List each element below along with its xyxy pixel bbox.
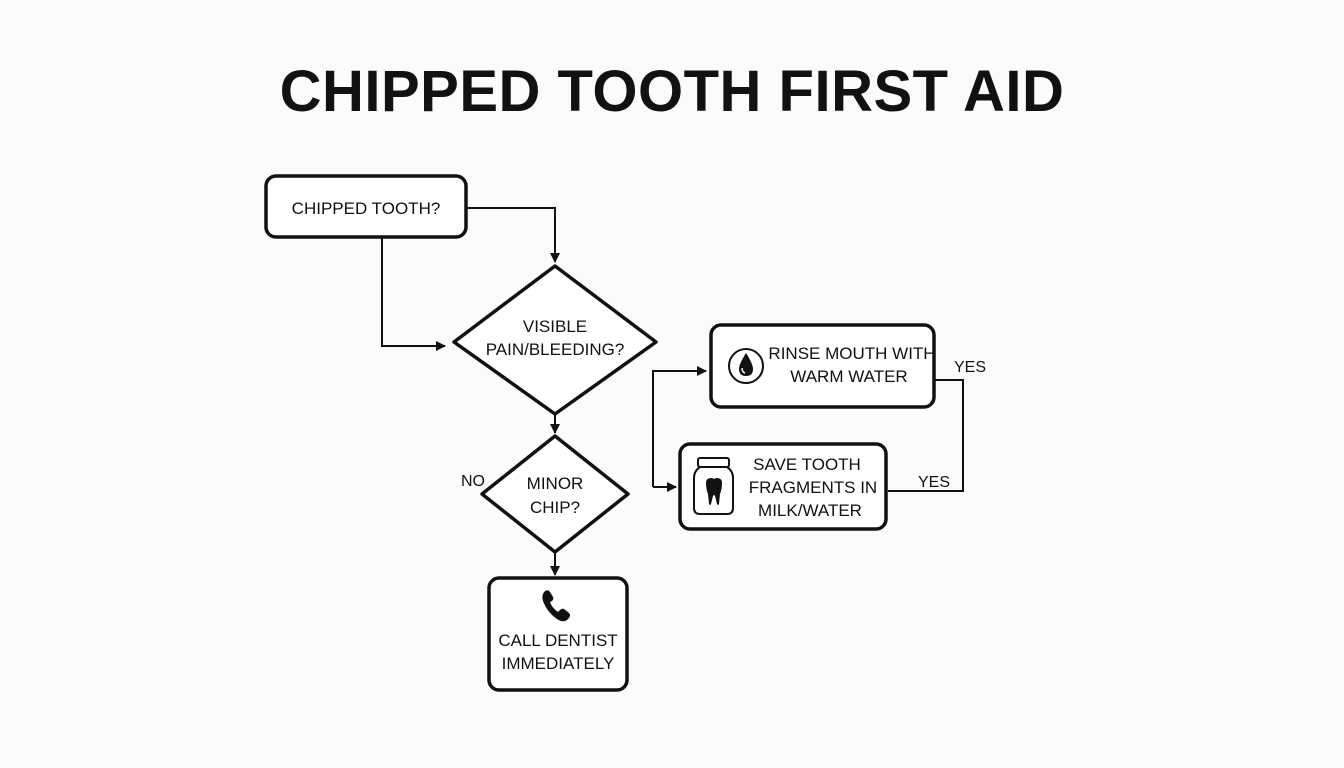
node-visible-pain-line1: VISIBLE	[523, 317, 587, 336]
node-chipped-tooth-label: CHIPPED TOOTH?	[292, 199, 441, 218]
node-minor-chip-line2: CHIP?	[530, 498, 580, 517]
node-minor-chip: MINOR CHIP?	[480, 434, 630, 554]
node-chipped-tooth: CHIPPED TOOTH?	[264, 174, 468, 239]
edge-label-yes-rinse: YES	[954, 359, 986, 376]
node-save-fragments-line2: FRAGMENTS IN	[749, 478, 877, 497]
node-rinse-mouth-line1: RINSE MOUTH WITH	[768, 344, 935, 363]
edge-label-no: NO	[461, 473, 485, 490]
node-chipped-tooth-box	[264, 174, 468, 239]
edge-to-rinse	[652, 366, 707, 487]
jar-tooth-icon	[693, 457, 734, 515]
node-save-fragments-line3: MILK/WATER	[758, 501, 862, 520]
edges	[381, 207, 964, 576]
edge-chipped-to-pain-right	[467, 207, 560, 263]
node-call-dentist-box	[487, 576, 629, 692]
edge-label-yes-save: YES	[918, 474, 950, 491]
node-save-fragments: SAVE TOOTH FRAGMENTS IN MILK/WATER	[678, 442, 888, 531]
node-visible-pain-line2: PAIN/BLEEDING?	[486, 340, 625, 359]
node-minor-chip-line1: MINOR	[527, 474, 584, 493]
node-rinse-mouth-line2: WARM WATER	[790, 367, 907, 386]
phone-icon	[542, 590, 570, 622]
node-call-dentist-line2: IMMEDIATELY	[502, 654, 615, 673]
node-visible-pain-diamond	[452, 264, 658, 416]
node-visible-pain: VISIBLE PAIN/BLEEDING?	[452, 264, 658, 416]
edge-yes-loop	[888, 379, 964, 492]
node-rinse-mouth-box	[709, 323, 936, 409]
node-minor-chip-diamond	[480, 434, 630, 554]
page-title: CHIPPED TOOTH FIRST AID	[279, 59, 1065, 124]
node-call-dentist: CALL DENTIST IMMEDIATELY	[487, 576, 629, 692]
node-call-dentist-line1: CALL DENTIST	[498, 631, 617, 650]
water-drop-icon	[728, 348, 764, 384]
node-save-fragments-box	[678, 442, 888, 531]
edge-chipped-to-pain-left	[381, 238, 446, 351]
node-rinse-mouth: RINSE MOUTH WITH WARM WATER	[709, 323, 936, 409]
node-save-fragments-line1: SAVE TOOTH	[753, 455, 861, 474]
